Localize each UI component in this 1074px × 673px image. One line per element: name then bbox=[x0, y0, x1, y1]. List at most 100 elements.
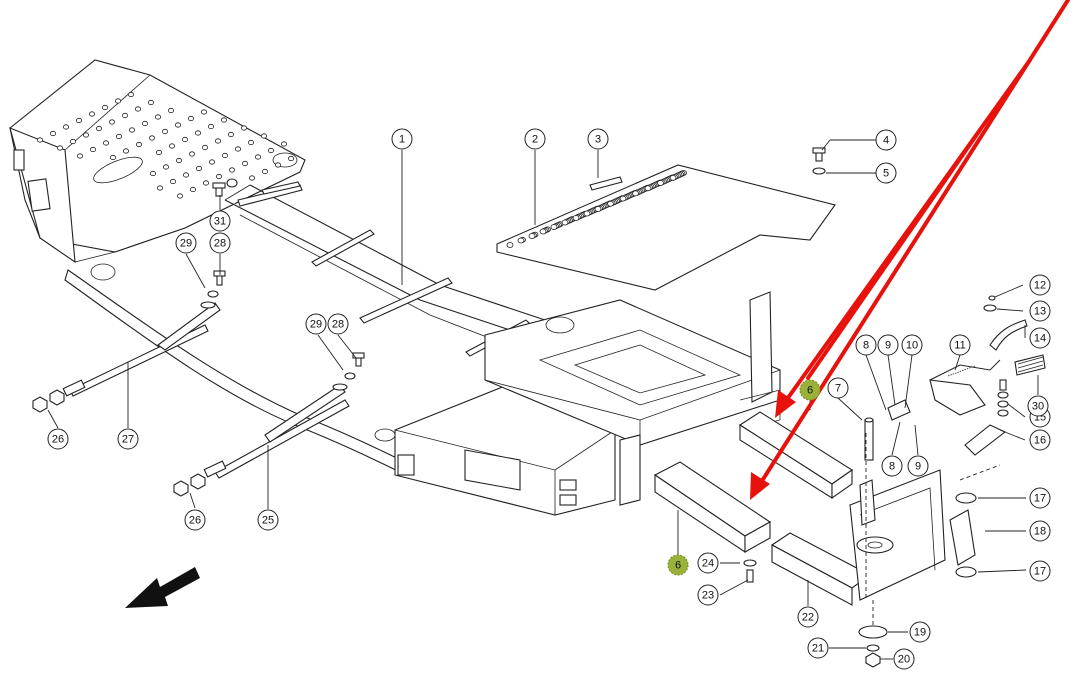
perforation-hole bbox=[227, 131, 234, 138]
perforation-hole bbox=[154, 114, 161, 120]
callout-label: 27 bbox=[122, 434, 134, 446]
callout-5: 5 bbox=[875, 162, 897, 184]
callout-label: 30 bbox=[1032, 401, 1044, 413]
perforation-hole bbox=[234, 146, 241, 152]
callout-24: 24 bbox=[697, 552, 719, 574]
callout-26: 26 bbox=[47, 428, 69, 450]
callout-label: 2 bbox=[532, 134, 538, 146]
channel-6-upper bbox=[738, 411, 853, 500]
perforation-hole bbox=[89, 111, 96, 117]
perforation-hole bbox=[201, 144, 208, 151]
callout-label: 24 bbox=[702, 558, 714, 570]
perforation-hole bbox=[267, 147, 274, 154]
perforation-hole bbox=[176, 193, 183, 199]
callout-6-highlighted: 6 bbox=[799, 379, 821, 401]
perforation-hole bbox=[261, 168, 268, 175]
callout-label: 25 bbox=[262, 515, 274, 527]
callout-21: 21 bbox=[807, 637, 829, 659]
perforation-hole bbox=[175, 157, 182, 164]
perforation-hole bbox=[115, 98, 122, 104]
tie-rod-25 bbox=[203, 383, 350, 479]
perforation-hole bbox=[110, 154, 117, 161]
perforation-hole bbox=[572, 215, 580, 221]
callout-label: 3 bbox=[595, 134, 601, 146]
perforation-hole bbox=[528, 233, 536, 239]
perforation-hole bbox=[215, 173, 222, 180]
callout-31: 31 bbox=[209, 210, 231, 232]
perforation-hole bbox=[208, 159, 215, 165]
callout-label: 18 bbox=[1034, 526, 1046, 538]
perforation-hole bbox=[57, 145, 64, 151]
callout-label: 28 bbox=[332, 319, 344, 331]
perforation-hole bbox=[187, 115, 194, 122]
perforation-hole bbox=[506, 242, 514, 248]
callout-label: 31 bbox=[214, 216, 226, 228]
perforation-hole bbox=[123, 148, 130, 154]
perforation-hole bbox=[77, 153, 84, 159]
perforation-hole bbox=[109, 119, 116, 125]
callout-label: 26 bbox=[189, 515, 201, 527]
perforation-hole bbox=[70, 138, 77, 145]
callout-label: 6 bbox=[675, 560, 681, 572]
callout-29: 29 bbox=[175, 232, 197, 254]
callout-label: 19 bbox=[914, 627, 926, 639]
perforation-hole bbox=[174, 122, 181, 128]
perforation-hole bbox=[550, 224, 558, 230]
callout-label: 7 bbox=[835, 383, 841, 395]
perforation-hole bbox=[632, 190, 639, 197]
perforation-hole bbox=[90, 146, 97, 153]
callout-13: 13 bbox=[1029, 300, 1051, 322]
perforation-hole bbox=[561, 219, 569, 226]
perforation-hole bbox=[83, 132, 90, 138]
left-foot-platform bbox=[9, 59, 306, 281]
perforation-hole bbox=[200, 109, 207, 115]
perforation-hole bbox=[181, 136, 188, 143]
callout-10: 10 bbox=[901, 334, 923, 356]
callout-12: 12 bbox=[1029, 274, 1051, 296]
callout-label: 11 bbox=[954, 340, 965, 352]
perforation-hole bbox=[274, 162, 281, 168]
perforation-hole bbox=[116, 133, 123, 140]
perforation-hole bbox=[188, 151, 195, 157]
perforation-hole bbox=[161, 128, 168, 135]
perforation-hole bbox=[169, 178, 176, 185]
bolt-and-washer bbox=[812, 147, 826, 175]
callout-28: 28 bbox=[209, 232, 231, 254]
perforation-hole bbox=[155, 149, 162, 156]
perforation-hole bbox=[167, 107, 174, 114]
perforation-hole bbox=[221, 152, 228, 159]
callout-label: 13 bbox=[1034, 306, 1046, 318]
perforation-hole bbox=[96, 125, 103, 132]
callout-1: 1 bbox=[391, 128, 413, 150]
callout-label: 17 bbox=[1034, 566, 1046, 578]
callout-25: 25 bbox=[257, 509, 279, 531]
callout-20: 20 bbox=[893, 648, 915, 670]
perforation-hole bbox=[214, 138, 221, 144]
perforation-hole bbox=[103, 140, 110, 146]
callout-label: 12 bbox=[1034, 280, 1046, 292]
perforation-hole bbox=[619, 195, 627, 202]
callout-16: 16 bbox=[1029, 429, 1051, 451]
perforation-hole bbox=[162, 164, 169, 170]
forward-direction-arrow bbox=[125, 567, 200, 608]
perforation-hole bbox=[149, 170, 156, 177]
perforation-hole bbox=[287, 155, 294, 162]
callout-label: 20 bbox=[898, 654, 910, 666]
perforation-hole bbox=[517, 237, 525, 244]
perforation-hole bbox=[168, 143, 175, 149]
callout-label: 14 bbox=[1034, 333, 1046, 345]
callout-label: 29 bbox=[310, 319, 322, 331]
callout-3: 3 bbox=[587, 128, 609, 150]
callout-23: 23 bbox=[697, 584, 719, 606]
callout-28: 28 bbox=[327, 313, 349, 335]
perforation-hole bbox=[63, 124, 70, 130]
perforation-hole bbox=[127, 91, 134, 98]
channel-6-lower bbox=[653, 461, 772, 554]
callout-label: 17 bbox=[1034, 493, 1046, 505]
callout-29: 29 bbox=[305, 313, 327, 335]
callout-17: 17 bbox=[1029, 487, 1051, 509]
red-annotation-arrows bbox=[750, 0, 1070, 500]
pedal-assembly bbox=[743, 417, 977, 668]
callout-label: 26 bbox=[52, 434, 64, 446]
brake-linkage bbox=[887, 295, 1046, 456]
